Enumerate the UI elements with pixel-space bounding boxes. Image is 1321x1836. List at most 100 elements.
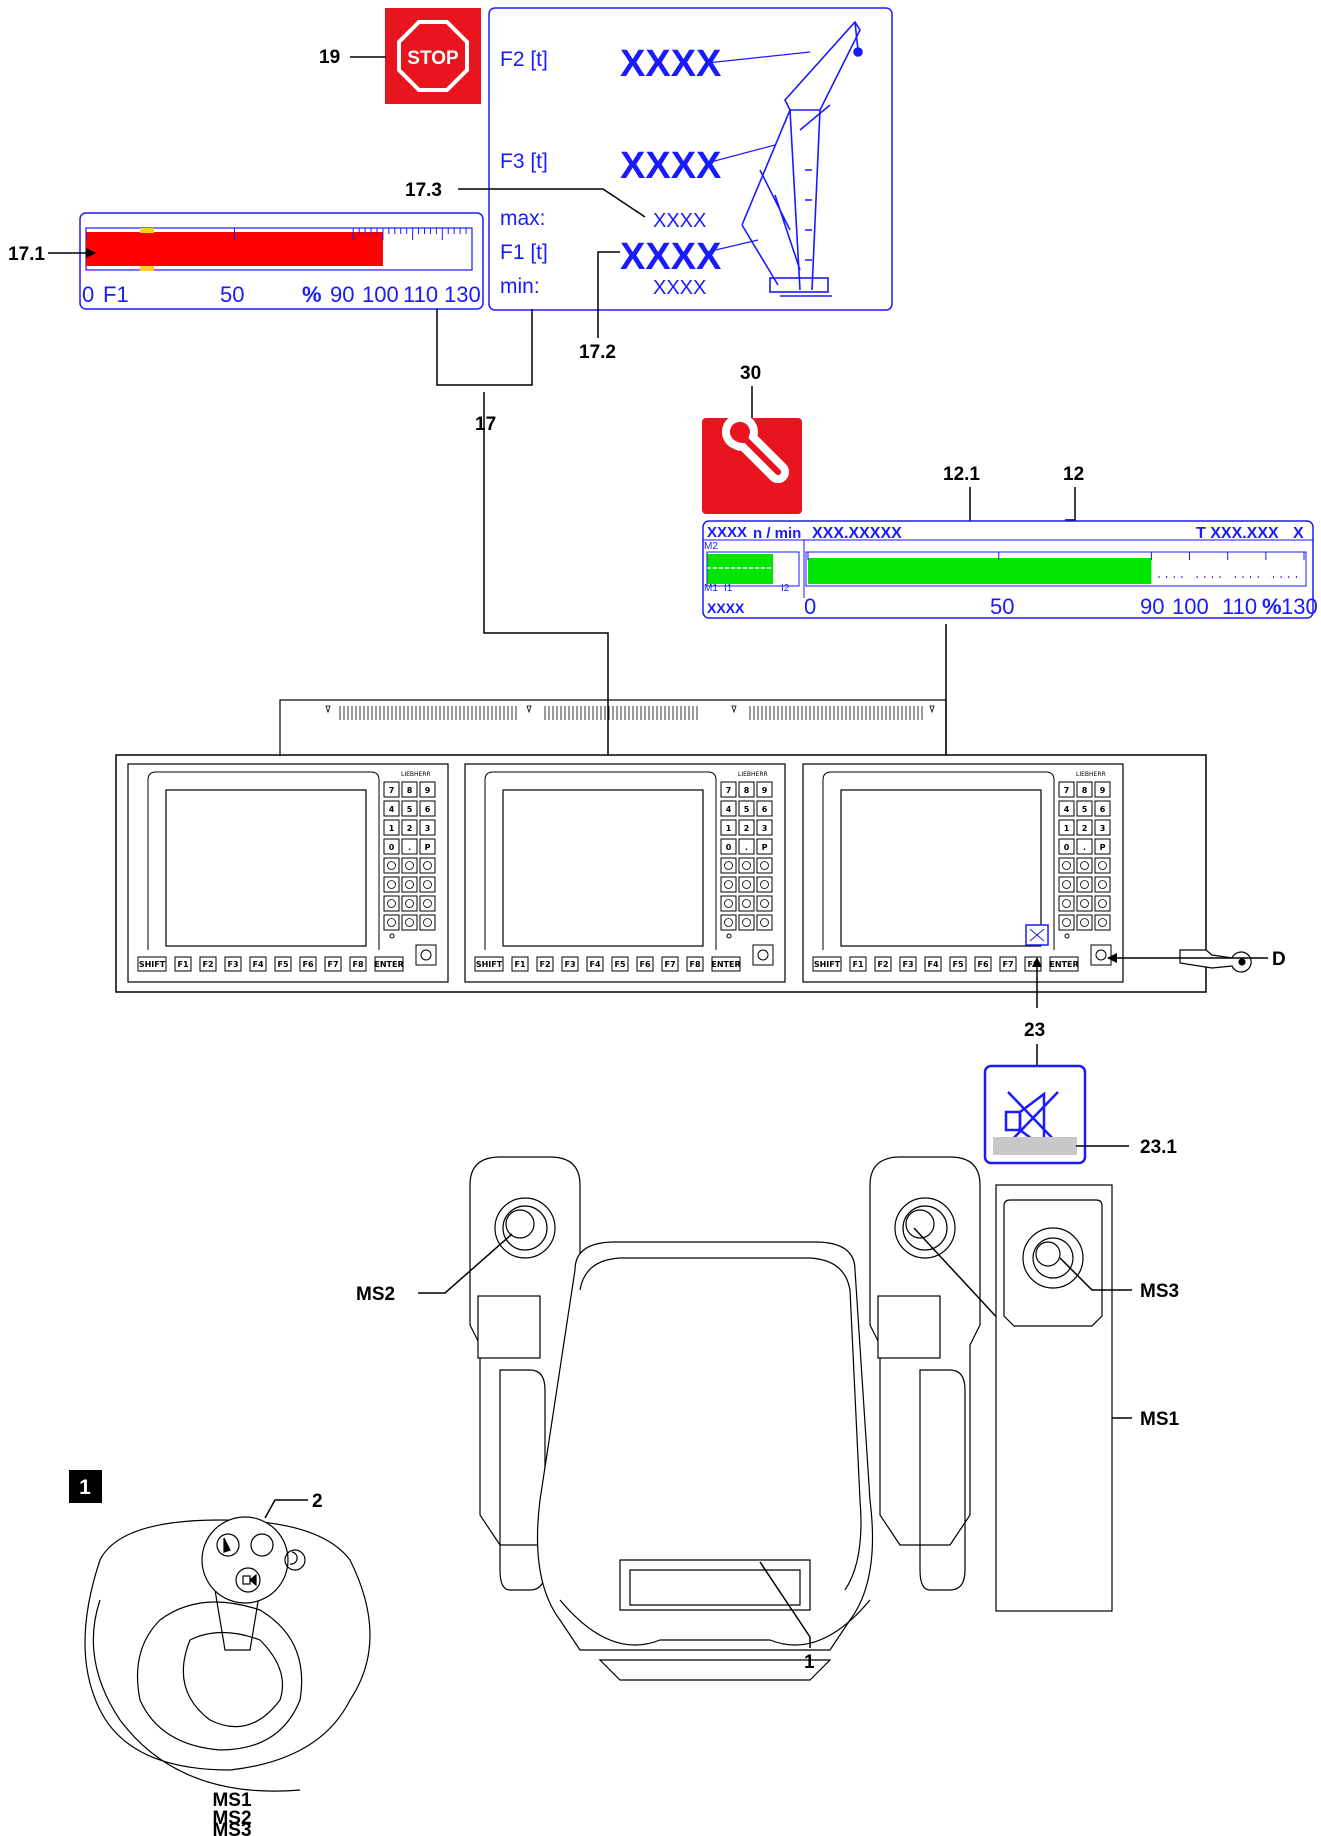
keypad-key[interactable]: 6 bbox=[1095, 801, 1110, 816]
keypad-key[interactable]: 0 bbox=[384, 839, 399, 854]
fkey-f3[interactable]: F3 bbox=[562, 957, 578, 971]
function-icon-key[interactable] bbox=[739, 915, 754, 930]
function-icon-key[interactable] bbox=[1059, 915, 1074, 930]
monitor-mute-button[interactable] bbox=[1026, 925, 1048, 945]
fkey-f7[interactable]: F7 bbox=[325, 957, 341, 971]
function-icon-key[interactable] bbox=[1095, 877, 1110, 892]
function-icon-key[interactable] bbox=[721, 915, 736, 930]
fkey-shift[interactable]: SHIFT bbox=[475, 957, 503, 971]
keypad-key[interactable]: 9 bbox=[1095, 782, 1110, 797]
function-icon-key[interactable] bbox=[1095, 896, 1110, 911]
function-icon-key[interactable] bbox=[757, 915, 772, 930]
keypad-key[interactable]: 2 bbox=[739, 820, 754, 835]
fkey-f6[interactable]: F6 bbox=[637, 957, 653, 971]
fkey-f8[interactable]: F8 bbox=[687, 957, 703, 971]
function-icon-key[interactable] bbox=[384, 858, 399, 873]
function-icon-key[interactable] bbox=[1095, 858, 1110, 873]
keypad-key[interactable]: 3 bbox=[1095, 820, 1110, 835]
fkey-f4[interactable]: F4 bbox=[587, 957, 603, 971]
fkey-f5[interactable]: F5 bbox=[950, 957, 966, 971]
keypad-key[interactable]: . bbox=[739, 839, 754, 854]
keypad-key[interactable]: 2 bbox=[1077, 820, 1092, 835]
fkey-f2[interactable]: F2 bbox=[537, 957, 553, 971]
fkey-shift[interactable]: SHIFT bbox=[138, 957, 166, 971]
keypad-key[interactable]: 4 bbox=[721, 801, 736, 816]
function-icon-key[interactable] bbox=[402, 877, 417, 892]
function-icon-key[interactable] bbox=[721, 858, 736, 873]
keypad-key[interactable]: P bbox=[1095, 839, 1110, 854]
function-icon-key[interactable] bbox=[1077, 858, 1092, 873]
fkey-enter[interactable]: ENTER bbox=[374, 957, 403, 971]
keypad-key[interactable]: P bbox=[420, 839, 435, 854]
keypad-key[interactable]: 8 bbox=[739, 782, 754, 797]
fkey-enter[interactable]: ENTER bbox=[711, 957, 740, 971]
function-icon-key[interactable] bbox=[420, 915, 435, 930]
keypad-key[interactable]: 4 bbox=[384, 801, 399, 816]
fkey-f5[interactable]: F5 bbox=[612, 957, 628, 971]
function-icon-key[interactable] bbox=[739, 858, 754, 873]
fkey-f6[interactable]: F6 bbox=[975, 957, 991, 971]
keypad-key[interactable]: 7 bbox=[721, 782, 736, 797]
keypad-key[interactable]: 6 bbox=[757, 801, 772, 816]
function-icon-key[interactable] bbox=[402, 858, 417, 873]
fkey-f2[interactable]: F2 bbox=[875, 957, 891, 971]
mute-button-icon[interactable] bbox=[985, 1066, 1085, 1163]
function-icon-key[interactable] bbox=[1095, 915, 1110, 930]
keypad-key[interactable]: 1 bbox=[1059, 820, 1074, 835]
keypad-key[interactable]: 5 bbox=[1077, 801, 1092, 816]
function-icon-key[interactable] bbox=[420, 877, 435, 892]
fkey-f3[interactable]: F3 bbox=[225, 957, 241, 971]
keypad-key[interactable]: 3 bbox=[757, 820, 772, 835]
fkey-shift[interactable]: SHIFT bbox=[813, 957, 841, 971]
fkey-f5[interactable]: F5 bbox=[275, 957, 291, 971]
fkey-enter[interactable]: ENTER bbox=[1049, 957, 1078, 971]
fkey-f8[interactable]: F8 bbox=[1025, 957, 1041, 971]
function-icon-key[interactable] bbox=[739, 877, 754, 892]
keypad-key[interactable]: 8 bbox=[1077, 782, 1092, 797]
fkey-f4[interactable]: F4 bbox=[925, 957, 941, 971]
power-button[interactable] bbox=[753, 945, 773, 965]
function-icon-key[interactable] bbox=[757, 877, 772, 892]
keypad-key[interactable]: 7 bbox=[1059, 782, 1074, 797]
keypad-key[interactable]: 9 bbox=[757, 782, 772, 797]
fkey-f7[interactable]: F7 bbox=[662, 957, 678, 971]
function-icon-key[interactable] bbox=[384, 877, 399, 892]
keypad-key[interactable]: 5 bbox=[739, 801, 754, 816]
function-icon-key[interactable] bbox=[1059, 896, 1074, 911]
fkey-f6[interactable]: F6 bbox=[300, 957, 316, 971]
function-icon-key[interactable] bbox=[1077, 877, 1092, 892]
fkey-f8[interactable]: F8 bbox=[350, 957, 366, 971]
keypad-key[interactable]: 7 bbox=[384, 782, 399, 797]
keypad-key[interactable]: 9 bbox=[420, 782, 435, 797]
fkey-f2[interactable]: F2 bbox=[200, 957, 216, 971]
keypad-key[interactable]: . bbox=[1077, 839, 1092, 854]
keypad-key[interactable]: 0 bbox=[1059, 839, 1074, 854]
function-icon-key[interactable] bbox=[1059, 858, 1074, 873]
function-icon-key[interactable] bbox=[757, 858, 772, 873]
keypad-key[interactable]: 1 bbox=[721, 820, 736, 835]
function-icon-key[interactable] bbox=[420, 896, 435, 911]
fkey-f1[interactable]: F1 bbox=[850, 957, 866, 971]
function-icon-key[interactable] bbox=[739, 896, 754, 911]
keypad-key[interactable]: 6 bbox=[420, 801, 435, 816]
function-icon-key[interactable] bbox=[721, 896, 736, 911]
function-icon-key[interactable] bbox=[1077, 915, 1092, 930]
power-button[interactable] bbox=[1091, 945, 1111, 965]
function-icon-key[interactable] bbox=[1077, 896, 1092, 911]
keypad-key[interactable]: 2 bbox=[402, 820, 417, 835]
function-icon-key[interactable] bbox=[402, 896, 417, 911]
keypad-key[interactable]: 5 bbox=[402, 801, 417, 816]
fkey-f1[interactable]: F1 bbox=[512, 957, 528, 971]
fkey-f1[interactable]: F1 bbox=[175, 957, 191, 971]
function-icon-key[interactable] bbox=[757, 896, 772, 911]
function-icon-key[interactable] bbox=[384, 896, 399, 911]
function-icon-key[interactable] bbox=[384, 915, 399, 930]
keypad-key[interactable]: . bbox=[402, 839, 417, 854]
power-button[interactable] bbox=[416, 945, 436, 965]
keypad-key[interactable]: 0 bbox=[721, 839, 736, 854]
keypad-key[interactable]: P bbox=[757, 839, 772, 854]
keypad-key[interactable]: 3 bbox=[420, 820, 435, 835]
fkey-f4[interactable]: F4 bbox=[250, 957, 266, 971]
function-icon-key[interactable] bbox=[420, 858, 435, 873]
function-icon-key[interactable] bbox=[721, 877, 736, 892]
